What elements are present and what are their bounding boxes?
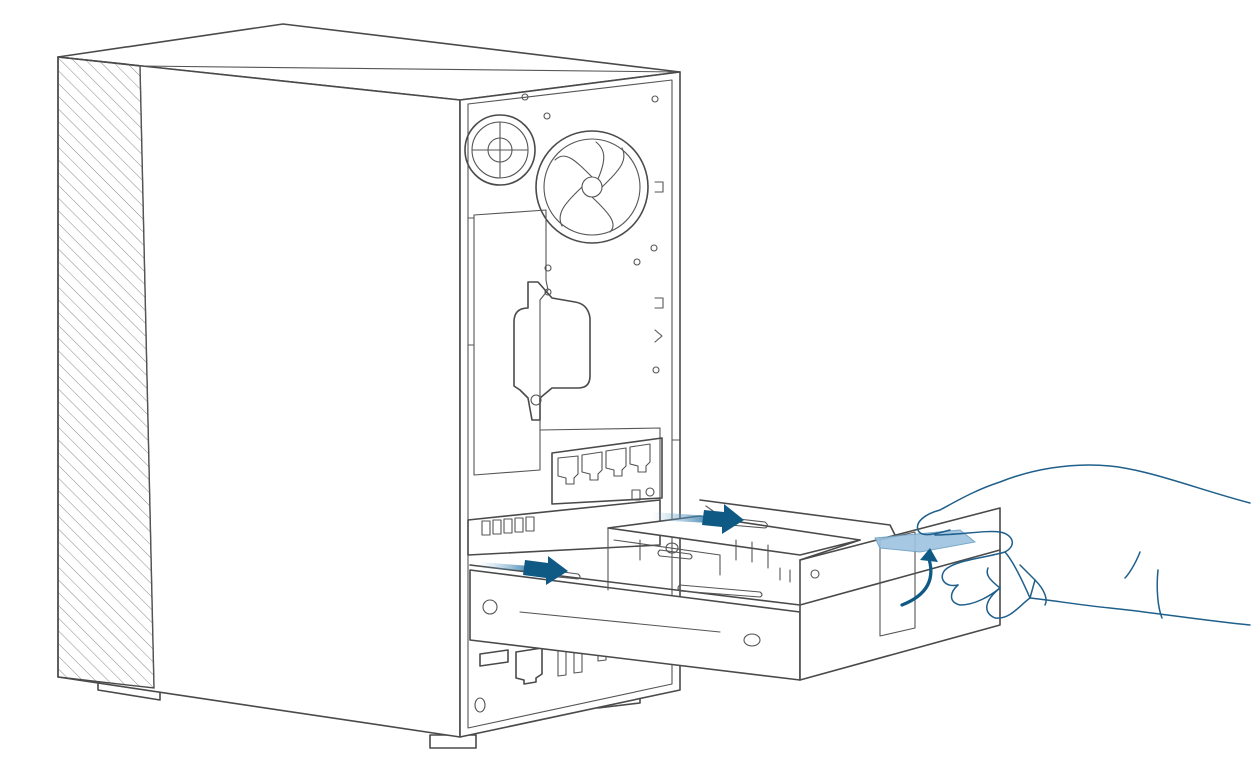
case-foot [429, 734, 477, 749]
tray-end-panel [799, 507, 1001, 681]
io-strip [467, 487, 661, 556]
screw-hole [650, 244, 658, 252]
curved-arrow-up-icon [900, 548, 938, 607]
screw-hole [633, 258, 641, 266]
screw-hole [652, 366, 660, 374]
mounting-bracket [513, 281, 591, 421]
case-front-edge-hatch [57, 56, 155, 689]
hand [916, 464, 1251, 626]
rear-fan [535, 130, 649, 244]
arrow-right-icon [652, 504, 744, 534]
arrow-right-icon [480, 556, 568, 585]
lan-port [629, 443, 651, 473]
drive-tray [469, 499, 1001, 681]
lan-port [581, 451, 603, 481]
screw-hole [651, 95, 659, 103]
lan-port [605, 447, 627, 477]
tray-handle-slot [879, 531, 916, 637]
lan-port [557, 455, 579, 485]
motherboard-plate [473, 209, 549, 476]
lan-ports [551, 437, 663, 505]
screw-hole [521, 93, 529, 101]
nas-case [57, 23, 681, 749]
screw-hole [543, 112, 551, 120]
small-fan [464, 114, 536, 186]
screw-hole [544, 264, 552, 272]
